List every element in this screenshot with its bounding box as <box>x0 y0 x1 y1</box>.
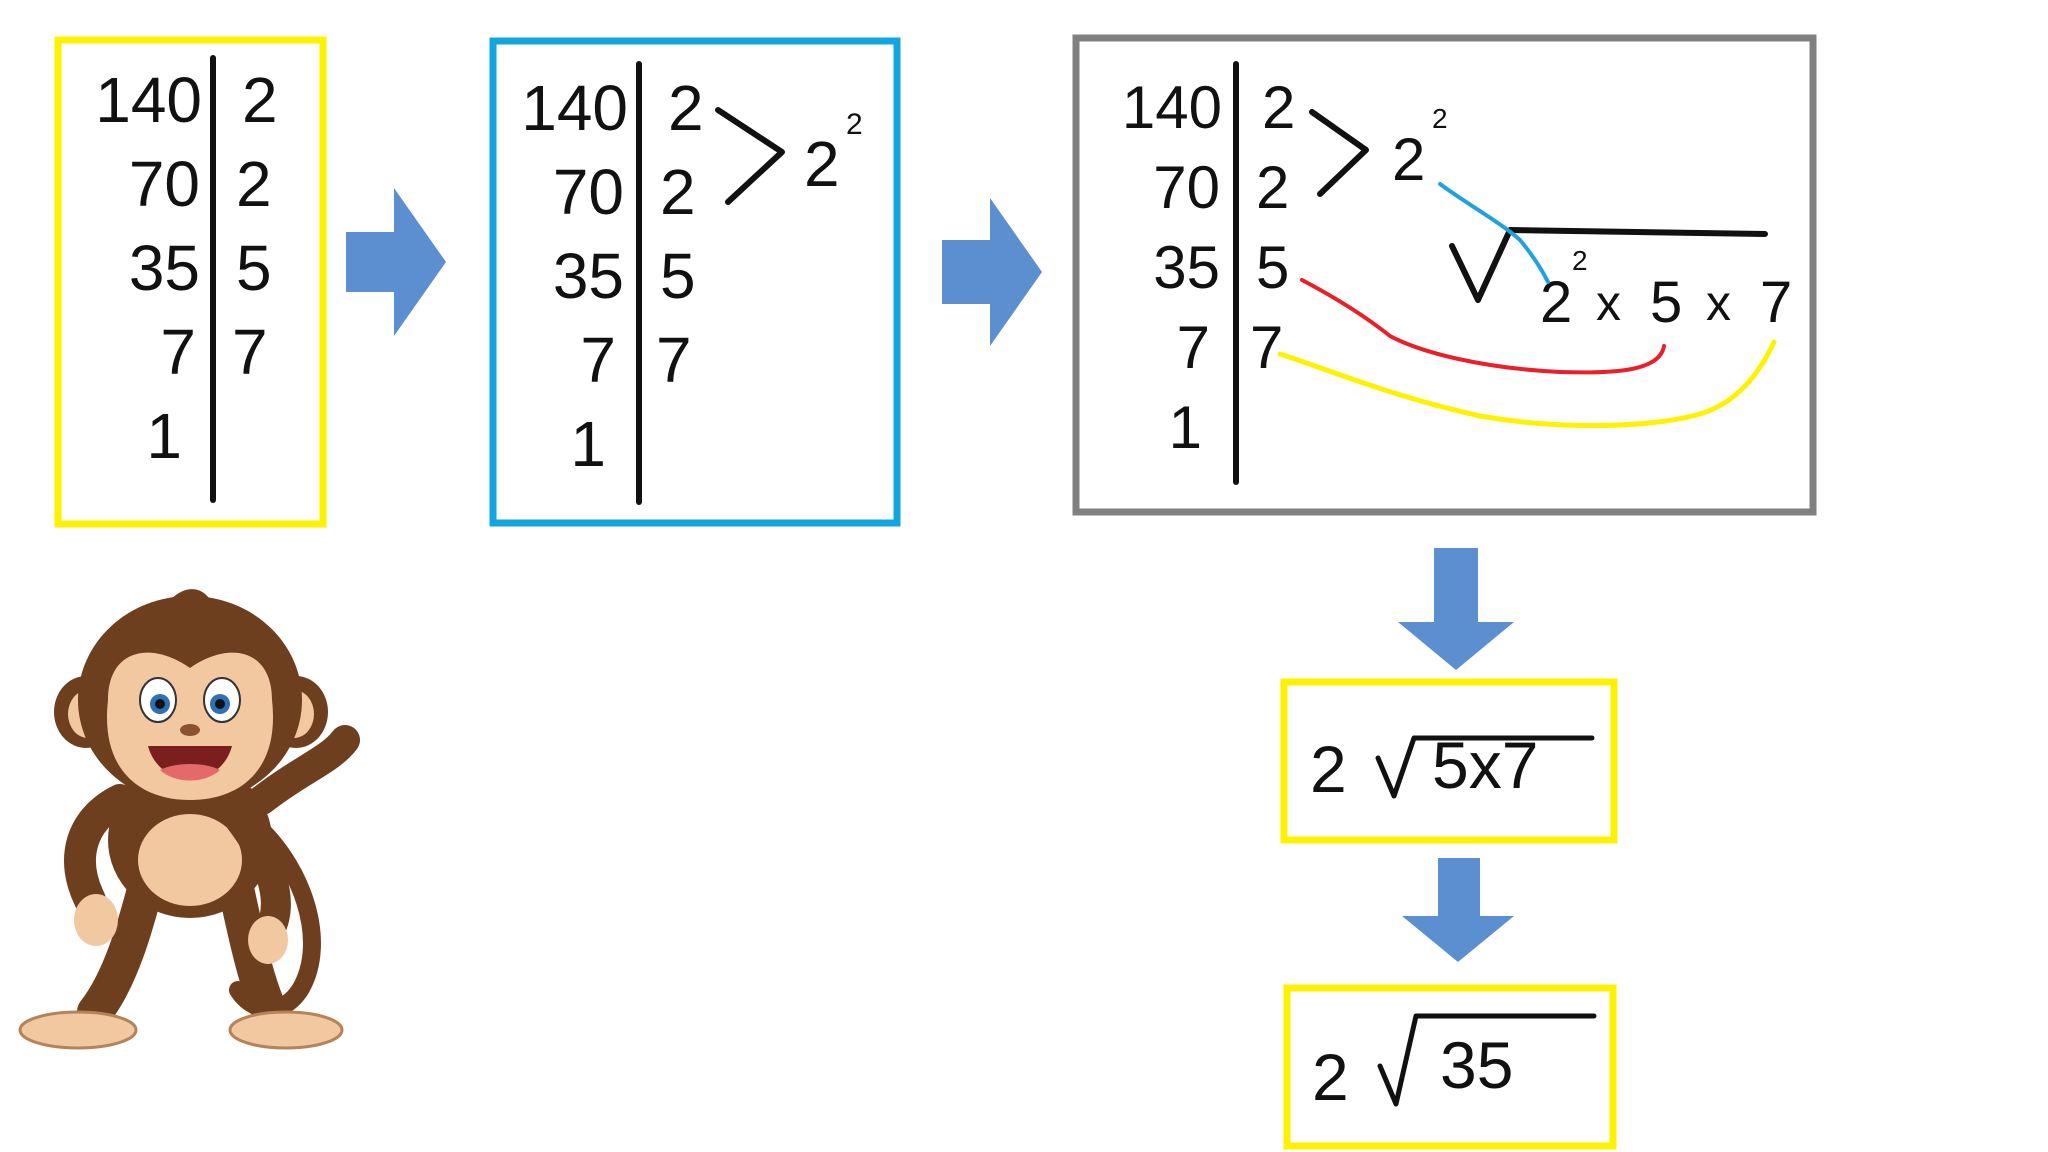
step-3-dividend-1: 1 <box>1169 394 1202 461</box>
red-link-stroke <box>1300 278 1666 375</box>
result-1-radical-sign-icon <box>1375 735 1595 799</box>
step-2-dividend-7: 7 <box>580 324 616 396</box>
step-2-group-base: 2 <box>804 128 840 200</box>
step-2-factor-2a: 2 <box>668 72 704 144</box>
monkey-illustration-icon <box>18 589 360 1050</box>
step-2-grouping-bracket <box>715 107 785 205</box>
down-arrow-icon <box>1402 858 1514 962</box>
yellow-link-stroke <box>1277 339 1777 429</box>
blue-link-stroke <box>1438 182 1550 284</box>
step-1-factor-7: 7 <box>232 316 268 388</box>
step-1-dividend-70: 70 <box>129 148 200 220</box>
simplified-result-step-2: 2 35 <box>1283 984 1617 1150</box>
step-3-dividend-35: 35 <box>1153 234 1220 301</box>
step-3-group-base: 2 <box>1392 126 1425 193</box>
step-1-dividend-7: 7 <box>160 316 196 388</box>
step-2-factor-2b: 2 <box>660 156 696 228</box>
step-3-dividend-140: 140 <box>1122 74 1222 141</box>
result-2-coefficient: 2 <box>1312 1040 1349 1114</box>
step-1-factor-2a: 2 <box>242 64 278 136</box>
step-2-frame <box>489 37 901 527</box>
step-3-factor-2b: 2 <box>1256 154 1289 221</box>
step-3-frame <box>1072 34 1817 516</box>
step-3-times-sign-2: x <box>1706 275 1731 331</box>
factorization-table-step-1: 140 2 70 2 35 5 7 7 1 <box>54 36 327 528</box>
step-1-frame <box>54 36 327 528</box>
step-1-dividend-35: 35 <box>129 232 200 304</box>
simplified-result-step-1: 2 5x7 <box>1280 678 1618 844</box>
step-3-radicand-factor-5: 5 <box>1650 270 1682 335</box>
step-1-factor-5: 5 <box>236 232 272 304</box>
step-2-group-exponent: 2 <box>846 108 863 141</box>
step-3-group-exponent: 2 <box>1432 103 1448 134</box>
down-arrow-icon <box>1398 548 1514 670</box>
step-1-dividend-1: 1 <box>146 400 182 472</box>
step-1-dividend-140: 140 <box>95 64 202 136</box>
step-3-times-sign-1: x <box>1596 275 1621 331</box>
factorization-table-step-3: 140 2 70 2 35 5 7 7 1 2 2 2 2 x 5 x 7 <box>1072 34 1817 516</box>
right-arrow-icon <box>346 188 446 336</box>
step-3-dividend-70: 70 <box>1153 154 1220 221</box>
result-2-frame <box>1283 984 1617 1150</box>
step-2-factor-7: 7 <box>656 324 692 396</box>
step-2-dividend-1: 1 <box>570 408 606 480</box>
step-3-factor-2a: 2 <box>1262 74 1295 141</box>
step-3-dividend-7: 7 <box>1177 314 1210 381</box>
step-3-grouping-bracket <box>1309 109 1369 197</box>
step-2-dividend-140: 140 <box>521 72 628 144</box>
step-3-radicand-factor-7: 7 <box>1760 270 1792 335</box>
step-2-dividend-70: 70 <box>553 156 624 228</box>
step-2-dividend-35: 35 <box>553 240 624 312</box>
step-3-radicand-exponent: 2 <box>1572 245 1588 276</box>
result-2-radical-sign-icon <box>1377 1013 1597 1107</box>
right-arrow-icon <box>942 198 1042 346</box>
step-3-factor-7: 7 <box>1250 314 1283 381</box>
result-2-radicand: 35 <box>1440 1028 1513 1102</box>
result-1-radicand: 5x7 <box>1432 728 1538 802</box>
result-1-coefficient: 2 <box>1310 732 1347 806</box>
step-1-factor-2b: 2 <box>236 148 272 220</box>
result-1-frame <box>1280 678 1618 844</box>
step-2-factor-5: 5 <box>660 240 696 312</box>
factorization-table-step-2: 140 2 70 2 35 5 7 7 1 2 2 <box>489 37 901 527</box>
step-3-factor-5: 5 <box>1256 234 1289 301</box>
step-3-radical-sign-icon <box>1449 227 1768 303</box>
